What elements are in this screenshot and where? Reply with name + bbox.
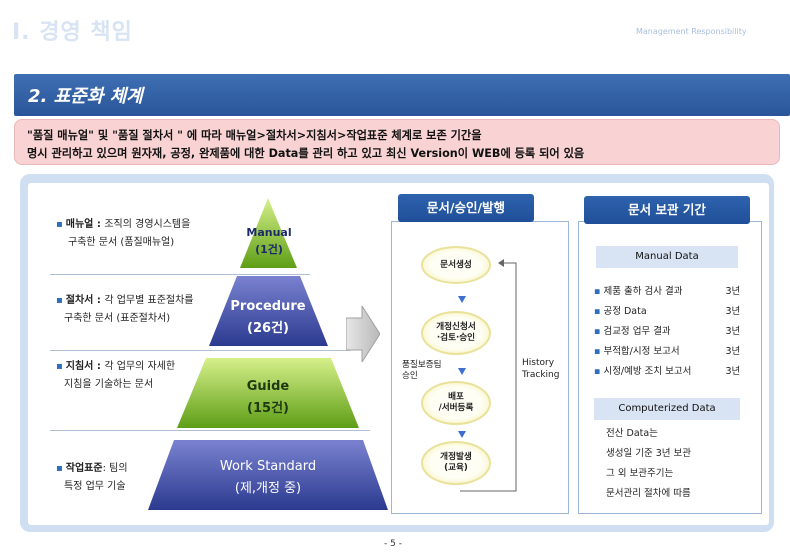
flow-step-revision-label: 개정신청서 ·검토·승인: [436, 322, 476, 343]
computerized-line: 그 외 보관주기는: [606, 468, 674, 479]
tier-procedure-count: (26건): [247, 321, 289, 336]
retention-row-period: 3년: [725, 326, 741, 337]
summary-line-1: "품질 매뉴얼" 및 "품질 절차서 " 에 따라 매뉴얼>절차서>지침서>작업…: [27, 129, 482, 142]
procedure-desc-bold: 절차서 :: [65, 295, 105, 306]
retention-row-name: 시정/예방 조치 보고서: [603, 366, 692, 377]
pyramid-tier-guide: [177, 358, 359, 428]
retention-row-period: 3년: [725, 366, 741, 377]
tier-manual-label: Manual (1건): [222, 224, 316, 258]
down-arrow-icon: [458, 431, 466, 438]
manual-desc-bold: 매뉴얼 :: [65, 219, 105, 230]
bullet-icon: ▪: [56, 463, 63, 474]
pyramid-tier-procedure: [209, 276, 328, 346]
tier-guide-name: Guide: [246, 379, 290, 394]
retention-row: ▪부적합/시정 보고서 3년: [594, 342, 744, 362]
retention-row-name: 공정 Data: [603, 306, 647, 317]
manual-desc-line1: 조직의 경영시스템을: [104, 219, 191, 230]
retention-row-name: 검교정 업무 결과: [603, 326, 671, 337]
tier-workstandard-count: (제,개정 중): [234, 481, 302, 496]
manual-desc-line2: 구축한 문서 (품질매뉴얼): [68, 237, 175, 248]
bullet-icon: ▪: [56, 295, 63, 306]
procedure-description: ▪절차서 : 각 업무별 표준절차를 구축한 문서 (표준절차서): [56, 292, 236, 328]
computerized-data-list: 전산 Data는 생성일 기준 3년 보관 그 외 보관주기는 문서관리 절차에…: [606, 424, 756, 504]
workstandard-description: ▪작업표준: 팀의 특정 업무 기술: [56, 460, 236, 496]
page-title: I. 경영 책임: [12, 20, 133, 45]
retention-row-period: 3년: [725, 346, 741, 357]
guide-desc-bold: 지침서 :: [65, 361, 105, 372]
tier-manual-count: (1건): [255, 243, 283, 256]
flow-header: 문서/승인/발행: [398, 194, 534, 222]
flow-side-note: 품질보증팀 승인: [402, 360, 442, 381]
down-arrow-icon: [458, 296, 466, 303]
computerized-line: 생성일 기준 3년 보관: [606, 448, 692, 459]
flow-step-revision: 개정신청서 ·검토·승인: [421, 311, 491, 355]
retention-row: ▪시정/예방 조치 보고서 3년: [594, 362, 744, 382]
workstandard-desc-line1: : 팀의: [102, 463, 128, 474]
summary-note: "품질 매뉴얼" 및 "품질 절차서 " 에 따라 매뉴얼>절차서>지침서>작업…: [14, 119, 780, 165]
down-arrow-icon: [458, 368, 466, 375]
section-header: 2. 표준화 체계: [14, 74, 790, 116]
right-arrow-icon: [346, 306, 380, 362]
retention-row-period: 3년: [725, 286, 741, 297]
retention-row: ▪검교정 업무 결과 3년: [594, 322, 744, 342]
retention-column: [578, 221, 762, 514]
tier-procedure-name: Procedure: [230, 299, 306, 314]
computerized-line: 전산 Data는: [606, 428, 658, 439]
summary-line-2: 명시 관리하고 있으며 원자재, 공정, 완제품에 대한 Data를 관리 하고…: [27, 147, 585, 160]
tier-workstandard-name: Work Standard: [219, 459, 317, 474]
bullet-icon: ▪: [594, 326, 601, 337]
workstandard-desc-bold: 작업표준: [65, 463, 103, 474]
computerized-line: 문서관리 절차에 따름: [606, 488, 691, 499]
bullet-icon: ▪: [594, 366, 601, 377]
retention-header: 문서 보관 기간: [584, 196, 750, 224]
history-loop-line: [460, 259, 517, 492]
flow-step-create: 문서생성: [421, 246, 491, 284]
flow-step-revise: 개정발생 (교육): [421, 441, 491, 485]
manual-data-header: Manual Data: [596, 246, 738, 268]
tier-procedure-label: Procedure (26건): [200, 296, 336, 340]
divider: [50, 430, 370, 431]
retention-row-name: 부적합/시정 보고서: [603, 346, 680, 357]
flow-step-distribute-label: 배포 /서버등록: [438, 392, 474, 413]
flow-step-create-label: 문서생성: [440, 259, 472, 270]
tier-workstandard-label: Work Standard (제,개정 중): [180, 456, 356, 500]
tier-guide-label: Guide (15건): [200, 376, 336, 420]
guide-description: ▪지침서 : 각 업무의 자세한 지침을 기술하는 문서: [56, 358, 236, 394]
pyramid-graphic: [148, 198, 388, 510]
bullet-icon: ▪: [56, 219, 63, 230]
pyramid-tier-manual: [240, 198, 297, 268]
bullet-icon: ▪: [56, 361, 63, 372]
guide-desc-line2: 지침을 기술하는 문서: [64, 379, 154, 390]
retention-row-period: 3년: [725, 306, 741, 317]
bullet-icon: ▪: [594, 306, 601, 317]
tier-manual-name: Manual: [246, 226, 292, 239]
guide-desc-line1: 각 업무의 자세한: [104, 361, 176, 372]
page-number: - 5 -: [384, 539, 402, 549]
procedure-desc-line2: 구축한 문서 (표준절차서): [64, 313, 171, 324]
history-tracking-label: History Tracking: [522, 358, 560, 380]
tier-guide-count: (15건): [247, 401, 289, 416]
divider: [50, 274, 310, 275]
pyramid-tier-workstandard: [148, 440, 388, 510]
computerized-data-header: Computerized Data: [594, 398, 740, 420]
page-subtitle: Management Responsibility: [636, 27, 747, 36]
bullet-icon: ▪: [594, 346, 601, 357]
workstandard-desc-line2: 특정 업무 기술: [64, 481, 126, 492]
retention-row: ▪제품 출하 검사 결과 3년: [594, 282, 744, 302]
flow-step-revise-label: 개정발생 (교육): [440, 452, 472, 473]
procedure-desc-line1: 각 업무별 표준절차를: [104, 295, 194, 306]
flow-step-distribute: 배포 /서버등록: [421, 381, 491, 425]
retention-row: ▪공정 Data 3년: [594, 302, 744, 322]
manual-description: ▪매뉴얼 : 조직의 경영시스템을 구축한 문서 (품질매뉴얼): [56, 216, 236, 252]
bullet-icon: ▪: [594, 286, 601, 297]
retention-row-name: 제품 출하 검사 결과: [603, 286, 683, 297]
divider: [50, 350, 350, 351]
section-title: 2. 표준화 체계: [28, 86, 143, 107]
